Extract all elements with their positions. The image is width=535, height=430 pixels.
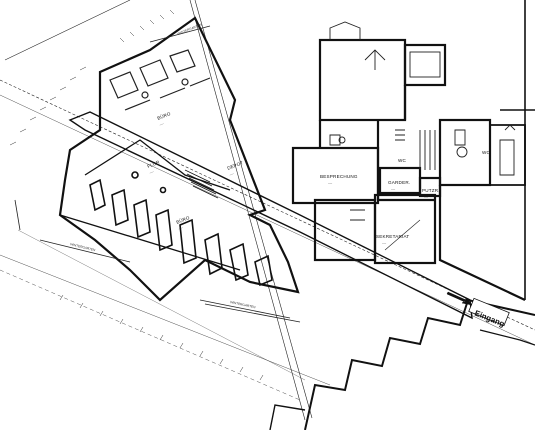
room-labels: BÜRO ---- FLUR ---- DEPOT ---- BÜRO ----… bbox=[147, 110, 491, 245]
room-label-wc-main: WC bbox=[398, 158, 407, 163]
east-wing-details bbox=[329, 21, 516, 251]
stepped-terrace bbox=[269, 298, 535, 430]
office-furniture-bottom bbox=[89, 171, 273, 287]
room-label-putzr: PUTZR. bbox=[422, 188, 440, 193]
wintergarten-label-left: WINTERGARTEN bbox=[70, 242, 97, 252]
room-label-buero-top: BÜRO bbox=[156, 110, 172, 121]
room-sub-flur: ---- bbox=[149, 170, 154, 175]
wintergarten-glazing bbox=[14, 25, 301, 323]
boundary-ticks bbox=[9, 9, 264, 381]
east-wing-walls bbox=[291, 38, 526, 301]
west-wing-walls bbox=[58, 16, 300, 302]
room-sub-depot: ---- bbox=[229, 172, 234, 177]
room-label-depot: DEPOT bbox=[227, 160, 244, 171]
entrance-arrow-icon bbox=[446, 291, 473, 306]
room-sub-buero-bottom: ---- bbox=[178, 226, 183, 231]
office-furniture-top bbox=[109, 49, 211, 111]
room-label-garderobe: GARDER. bbox=[388, 180, 410, 185]
entrance-marker bbox=[446, 291, 510, 327]
room-sub-buero-top: ---- bbox=[159, 122, 164, 127]
east-boundary bbox=[500, 0, 535, 300]
room-label-wc-small: WC bbox=[482, 150, 491, 155]
room-sub-putzr: ---- bbox=[424, 195, 428, 199]
room-sub-besprechung: ---- bbox=[328, 181, 332, 185]
room-label-buero-bottom: BÜRO bbox=[175, 214, 191, 225]
room-label-besprechung: BESPRECHUNG bbox=[320, 174, 358, 179]
wintergarten-label-bottom: WINTERGARTEN bbox=[230, 300, 257, 309]
room-label-flur: FLUR bbox=[147, 159, 161, 169]
room-sub-sekretariat: ---- bbox=[382, 241, 386, 245]
room-sub-garderobe: ---- bbox=[391, 187, 395, 191]
flur-stair bbox=[184, 169, 219, 199]
room-label-sekretariat: SEKRETARIAT bbox=[376, 234, 409, 239]
